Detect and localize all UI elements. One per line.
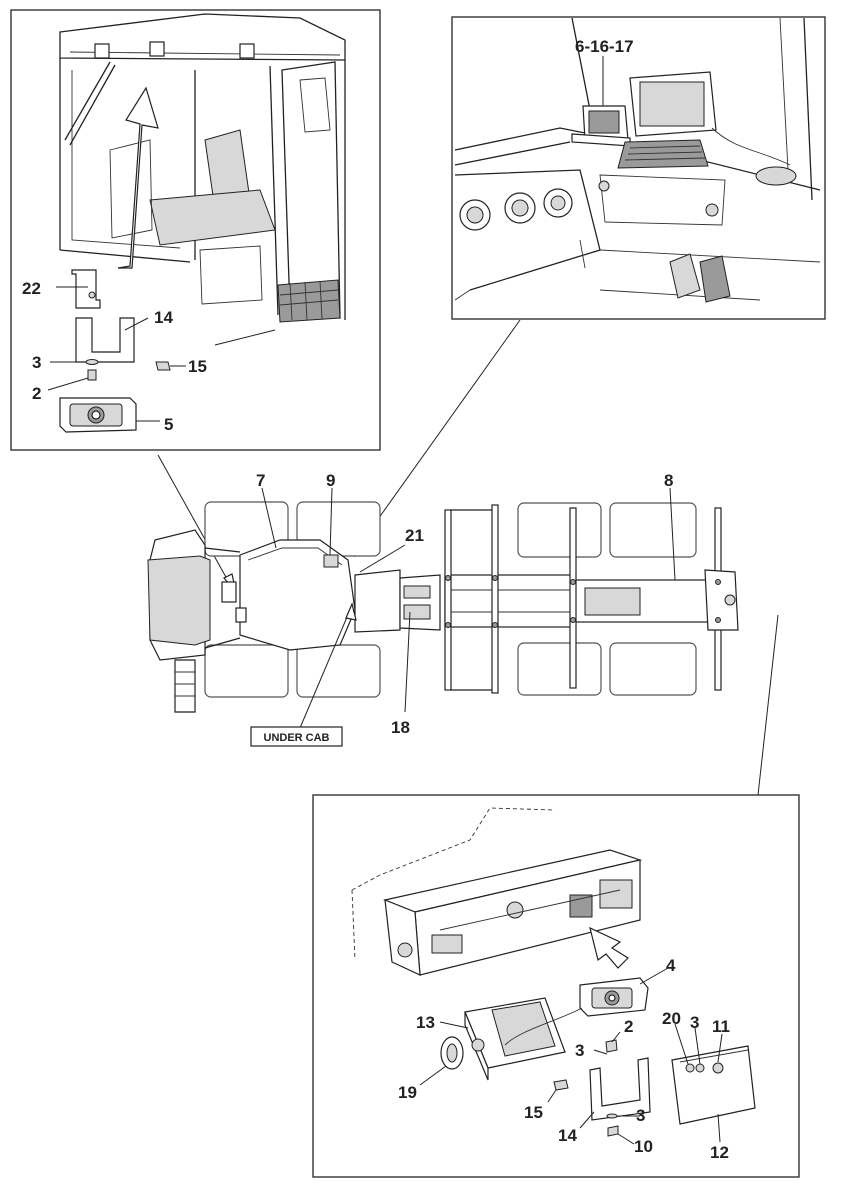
callout-10: 10 <box>634 1137 653 1156</box>
callout-3-plate: 3 <box>690 1013 699 1032</box>
callout-15-rear: 15 <box>524 1103 543 1122</box>
callout-5: 5 <box>164 415 173 434</box>
callout-8: 8 <box>664 471 673 490</box>
callout-21: 21 <box>405 526 424 545</box>
callout-19: 19 <box>398 1083 417 1102</box>
callout-2-cab: 2 <box>32 384 41 403</box>
cab-interior-detail: 22 14 3 15 2 5 <box>10 9 381 451</box>
callout-12: 12 <box>710 1143 729 1162</box>
callout-4: 4 <box>666 956 676 975</box>
machine-chassis-plan: UNDER CAB 7 9 21 8 18 <box>147 471 739 747</box>
callout-9: 9 <box>326 471 335 490</box>
callout-3-washer: 3 <box>636 1106 645 1125</box>
callout-6-16-17: 6-16-17 <box>575 37 634 56</box>
detail-leaders <box>157 319 779 796</box>
rear-camera-detail: 4 13 2 20 3 11 3 19 15 3 14 10 12 <box>312 794 800 1178</box>
callout-3-screw: 3 <box>575 1041 584 1060</box>
callout-14-cab: 14 <box>154 308 173 327</box>
callout-3-cab: 3 <box>32 353 41 372</box>
callout-15-cab: 15 <box>188 357 207 376</box>
callout-2-rear: 2 <box>624 1017 633 1036</box>
callout-13: 13 <box>416 1013 435 1032</box>
callout-14-rear: 14 <box>558 1126 577 1145</box>
dashboard-monitor-detail: 6-16-17 <box>451 16 826 320</box>
callout-7: 7 <box>256 471 265 490</box>
callout-18: 18 <box>391 718 410 737</box>
callout-20: 20 <box>662 1009 681 1028</box>
callout-11: 11 <box>712 1017 730 1036</box>
callout-22: 22 <box>22 279 41 298</box>
under-cab-tag: UNDER CAB <box>264 732 330 744</box>
